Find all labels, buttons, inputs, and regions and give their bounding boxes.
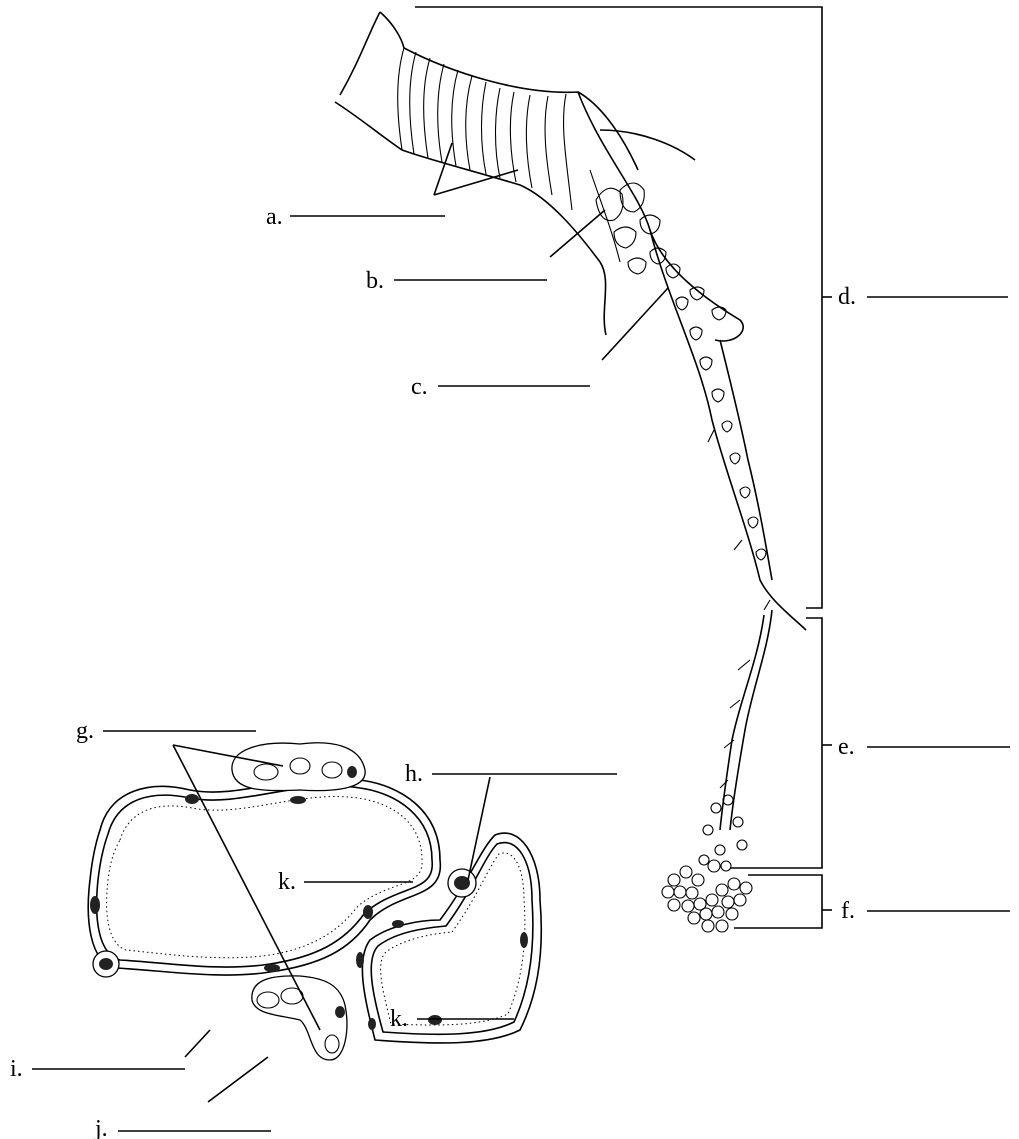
leader-lines	[32, 143, 1010, 1131]
label-a: a.	[266, 204, 283, 230]
label-c: c.	[411, 374, 428, 400]
label-k-lower: k.	[390, 1006, 408, 1032]
alveolar-sac-cluster	[662, 795, 752, 932]
zone-brackets	[415, 7, 832, 928]
label-f: f.	[841, 898, 855, 924]
label-g: g.	[76, 718, 94, 744]
label-b: b.	[366, 268, 384, 294]
airway-illustration	[335, 12, 806, 932]
label-d: d.	[838, 284, 856, 310]
alveolus-illustration	[88, 743, 541, 1060]
label-k-upper: k.	[278, 869, 296, 895]
label-h: h.	[405, 761, 423, 787]
label-j: j.	[94, 1116, 108, 1139]
labels: a. b. c. d. e. f. g. h. k. k. i. j.	[10, 204, 856, 1139]
label-i: i.	[10, 1056, 23, 1082]
label-e: e.	[838, 734, 855, 760]
